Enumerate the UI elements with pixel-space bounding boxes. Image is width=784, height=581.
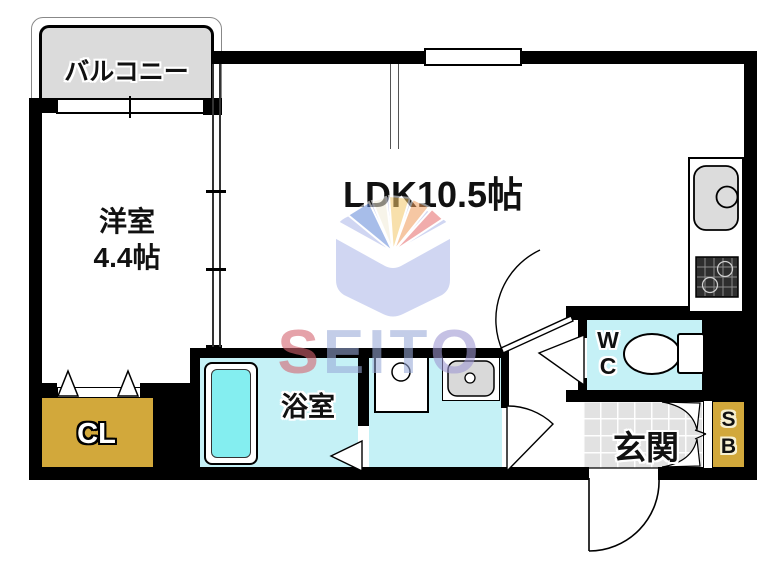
ldk-hall-door-leaf (500, 315, 574, 354)
wall-westernroom-bottom-mid (140, 383, 200, 398)
wc-label: W C (592, 327, 624, 379)
wall-wc-bottom (566, 390, 757, 402)
wall-bottom-right (658, 467, 757, 480)
wall-washroom-right (501, 348, 509, 408)
balcony-label: バルコニー (64, 58, 189, 86)
closet-door-track (57, 387, 141, 398)
wall-westernroom-bottom-left (29, 383, 57, 398)
washroom-door-swing (506, 405, 554, 473)
wc-label-line2: C (599, 353, 617, 379)
ldk-top-window (424, 48, 522, 66)
balcony-window-divider (129, 96, 131, 118)
balcony (39, 25, 214, 101)
entrance-label: 玄関 (613, 429, 679, 466)
wall-bathroom-left (190, 348, 200, 480)
wall-bath-divider (358, 358, 369, 426)
closet-label: CL (77, 418, 116, 450)
partition-tick-2 (206, 268, 226, 271)
shoe-box-label-line1: S (721, 408, 736, 431)
shoe-box-label: S B (713, 406, 744, 460)
watermark-box-fold (329, 216, 457, 268)
partition-tick-1 (206, 190, 226, 193)
shoe-box-doors-strip (703, 401, 713, 468)
closet-room (40, 397, 153, 470)
western-room-label: 洋室 (98, 206, 155, 237)
entry-door-arc (588, 477, 660, 552)
shoe-box-label-line2: B (720, 435, 737, 458)
wall-bottom-left (29, 467, 589, 480)
sliding-partition (212, 64, 221, 347)
ldk-label: LDK10.5帖 (342, 174, 524, 215)
western-room-size: 4.4帖 (93, 242, 161, 273)
washbasin-counter (442, 356, 500, 401)
bathroom-label: 浴室 (281, 392, 335, 422)
wall-partition-bottom-stub (206, 345, 222, 358)
ldk-hall-door-arc (495, 249, 541, 353)
wall-wc-left-top (578, 320, 587, 338)
wc-label-line1: W (597, 327, 619, 353)
washer-pan-icon (374, 356, 429, 413)
wall-ldk-bottom (190, 348, 503, 358)
shoe-box (713, 401, 744, 468)
wall-right (744, 51, 757, 480)
wall-balcony-stub-left (29, 98, 57, 113)
bathtub-icon (211, 369, 251, 458)
wall-kitchen-right-block (702, 306, 744, 402)
beam-line (390, 64, 399, 149)
kitchen-counter (688, 157, 744, 313)
